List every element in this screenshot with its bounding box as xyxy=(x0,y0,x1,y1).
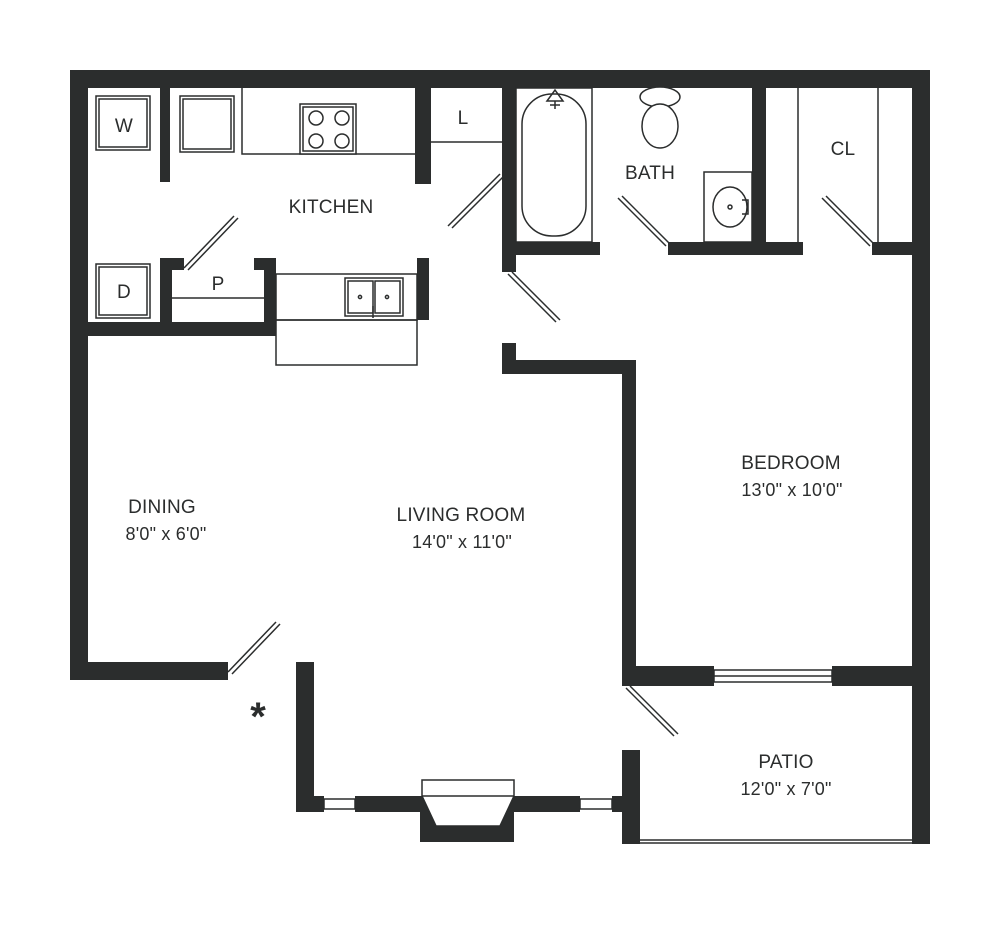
vanity-drain-icon xyxy=(727,204,733,210)
patio-size: 12'0" x 7'0" xyxy=(740,779,831,799)
bedroom-door xyxy=(507,273,557,323)
tub-faucet-icon xyxy=(545,88,565,109)
burner-icon xyxy=(334,110,350,126)
wall-pantry-right-post xyxy=(264,258,276,334)
entry-door xyxy=(227,621,277,673)
wall-living-left xyxy=(296,662,314,812)
sink-basin-right xyxy=(374,280,401,314)
patio-door xyxy=(625,687,675,737)
wall-counter-end xyxy=(417,258,429,320)
living-window-right xyxy=(579,798,613,810)
dryer-box-inner xyxy=(98,266,148,316)
stove xyxy=(299,103,357,155)
closet-door-b xyxy=(825,195,875,245)
wall-bedroom-bottom-left xyxy=(622,666,714,686)
burner-icon xyxy=(334,133,350,149)
room-labels: W D P L KITCHEN BATH CL DINING 8'0" x 6'… xyxy=(115,108,855,799)
wall-kitchen-bath xyxy=(502,88,516,272)
toilet-bowl xyxy=(641,103,679,149)
wall-tub-bottom xyxy=(516,242,600,255)
kitchen-laundry-door xyxy=(447,173,501,227)
entry-marker: * xyxy=(250,695,266,739)
entry-door-b xyxy=(231,623,281,675)
wall-bath-closet xyxy=(752,88,766,255)
interior-walls xyxy=(88,88,912,686)
dining-label: DINING xyxy=(128,497,196,518)
vanity-faucet-icon xyxy=(742,199,749,215)
fireplace-box xyxy=(421,779,515,827)
wall-bedroom-top xyxy=(502,360,636,374)
fireplace xyxy=(420,779,515,842)
stove-inner xyxy=(302,106,354,152)
wall-patio-left xyxy=(622,750,640,844)
closet-door xyxy=(821,197,871,247)
closet-label: CL xyxy=(831,139,856,160)
burner-icon xyxy=(308,110,324,126)
bath-door-b xyxy=(621,195,671,245)
wall-pantry-left-post xyxy=(160,258,172,328)
pantry-door-b xyxy=(187,217,239,271)
bath-label: BATH xyxy=(625,163,675,184)
breakfast-bar xyxy=(275,319,418,366)
bedroom-label: BEDROOM xyxy=(741,453,841,474)
fridge-inner xyxy=(182,98,232,150)
patio-door-b xyxy=(629,685,679,735)
dryer-box xyxy=(95,263,151,319)
washer-label: W xyxy=(115,116,133,137)
washer-box xyxy=(95,95,151,151)
double-sink xyxy=(344,277,404,317)
wall-bedroom-bottom-right xyxy=(832,666,912,686)
wall-bedroom-left xyxy=(622,360,636,686)
kitchen-laundry-door-b xyxy=(451,175,505,229)
living-size: 14'0" x 11'0" xyxy=(412,532,512,552)
wall-dryer-bottom xyxy=(88,322,276,336)
windows xyxy=(323,669,912,844)
dryer-label: D xyxy=(117,282,131,303)
kitchen-counter xyxy=(241,88,415,155)
fixtures xyxy=(95,86,879,366)
bedroom-size: 13'0" x 10'0" xyxy=(741,480,842,500)
laundry-label: L xyxy=(458,108,469,129)
wall-laundry-left xyxy=(415,88,431,184)
dining-size: 8'0" x 6'0" xyxy=(126,524,207,544)
bath-door xyxy=(617,197,667,247)
wall-dining-bottom xyxy=(70,662,228,680)
bathtub-inner xyxy=(521,93,587,237)
burner-icon xyxy=(308,133,324,149)
living-label: LIVING ROOM xyxy=(397,505,526,526)
washer-box-inner xyxy=(98,98,148,148)
patio-label: PATIO xyxy=(758,752,813,773)
wall-right xyxy=(912,70,930,844)
drain-icon xyxy=(357,294,363,300)
living-window-left xyxy=(323,798,356,810)
wall-living-bottom-left xyxy=(296,796,324,812)
bathtub xyxy=(515,87,593,243)
vanity-basin xyxy=(712,186,748,228)
sink-basin-left xyxy=(347,280,374,314)
wall-left xyxy=(70,70,88,680)
doors xyxy=(183,173,875,737)
fridge xyxy=(179,95,235,153)
bedroom-door-b xyxy=(511,271,561,321)
drain-icon xyxy=(384,294,390,300)
wall-bath-bottom xyxy=(668,242,803,255)
pantry-door xyxy=(183,215,235,269)
wall-closet-bottom xyxy=(872,242,912,255)
pantry-label: P xyxy=(212,274,225,295)
kitchen-label: KITCHEN xyxy=(289,197,374,218)
wall-washer-divider xyxy=(160,88,170,182)
wall-top xyxy=(70,70,930,88)
